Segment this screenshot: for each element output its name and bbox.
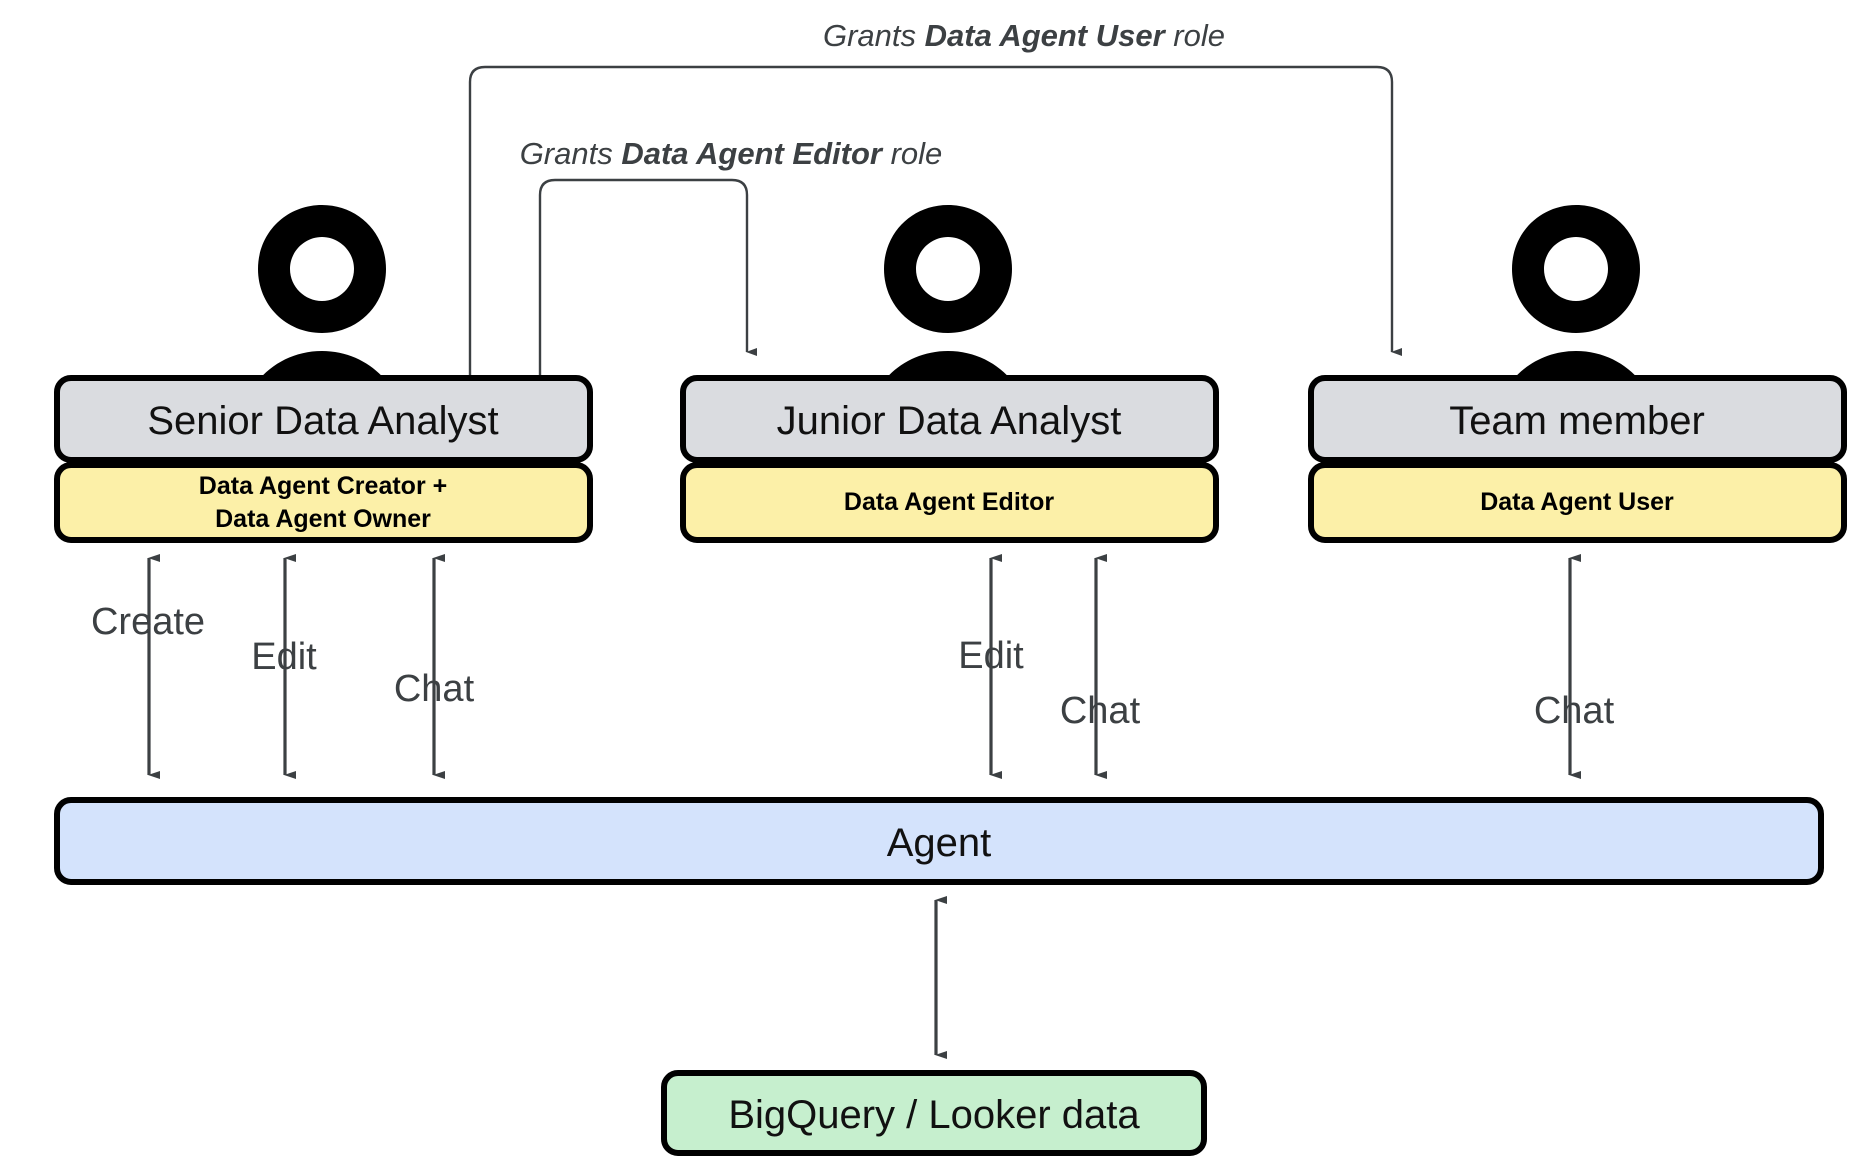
role-box-junior-data-analyst[interactable] <box>680 375 1219 463</box>
flow-label-chat: Chat <box>1060 690 1141 732</box>
flow-label-create: Create <box>91 601 205 643</box>
flow-chat-team-member: Chat <box>1534 554 1615 779</box>
flow-label-chat: Chat <box>394 668 475 710</box>
permission-box-junior-data-analyst[interactable] <box>680 462 1219 543</box>
grant-user-connector <box>468 65 1402 383</box>
persona-name-junior-data-analyst: Junior Data Analyst <box>777 399 1122 443</box>
grant-editor-prefix: Grants <box>520 136 622 171</box>
agent-label: Agent <box>887 821 992 865</box>
permission-box-senior-data-analyst[interactable] <box>54 462 593 543</box>
grant-user-emphasis: Data Agent User <box>925 18 1167 53</box>
datasource-node[interactable]: BigQuery / Looker data <box>661 1070 1207 1156</box>
permission-line-2-senior: Data Agent Owner <box>215 505 431 533</box>
data-box[interactable] <box>661 1070 1207 1156</box>
grant-editor-suffix: role <box>882 136 942 171</box>
permission-line-1-team-member: Data Agent User <box>1480 488 1674 516</box>
permission-line-1-junior: Data Agent Editor <box>844 488 1054 516</box>
flow-label-edit: Edit <box>958 635 1024 677</box>
flow-create-senior: Create <box>91 554 205 779</box>
grant-editor-connector <box>538 178 757 383</box>
permission-box-team-member[interactable] <box>1308 462 1847 543</box>
datasource-label: BigQuery / Looker data <box>728 1093 1140 1137</box>
flow-label-edit: Edit <box>251 636 317 678</box>
grant-user-role-label: Grants Data Agent User role <box>823 18 1225 53</box>
grant-user-prefix: Grants <box>823 18 925 53</box>
flow-label-chat: Chat <box>1534 690 1615 732</box>
persona-name-team-member: Team member <box>1449 399 1705 443</box>
grant-user-suffix: role <box>1165 18 1225 53</box>
agent-box[interactable] <box>54 797 1824 885</box>
persona-card-senior-data-analyst[interactable]: Senior Data Analyst Data Agent Creator +… <box>54 375 593 543</box>
flow-chat-senior: Chat <box>394 554 475 779</box>
role-box-team-member[interactable] <box>1308 375 1847 463</box>
permission-line-1-senior: Data Agent Creator + <box>199 472 447 500</box>
grant-editor-role-label: Grants Data Agent Editor role <box>520 136 943 171</box>
grant-editor-emphasis: Data Agent Editor <box>621 136 884 171</box>
role-box-senior-data-analyst[interactable] <box>54 375 593 463</box>
flow-edit-senior: Edit <box>251 554 317 779</box>
persona-card-team-member[interactable]: Team member Data Agent User <box>1308 375 1847 543</box>
persona-name-senior-data-analyst: Senior Data Analyst <box>147 399 498 443</box>
flow-chat-junior: Chat <box>1060 554 1141 779</box>
agent-node[interactable]: Agent <box>54 797 1824 885</box>
flow-edit-junior: Edit <box>958 554 1024 779</box>
persona-card-junior-data-analyst[interactable]: Junior Data Analyst Data Agent Editor <box>680 375 1219 543</box>
